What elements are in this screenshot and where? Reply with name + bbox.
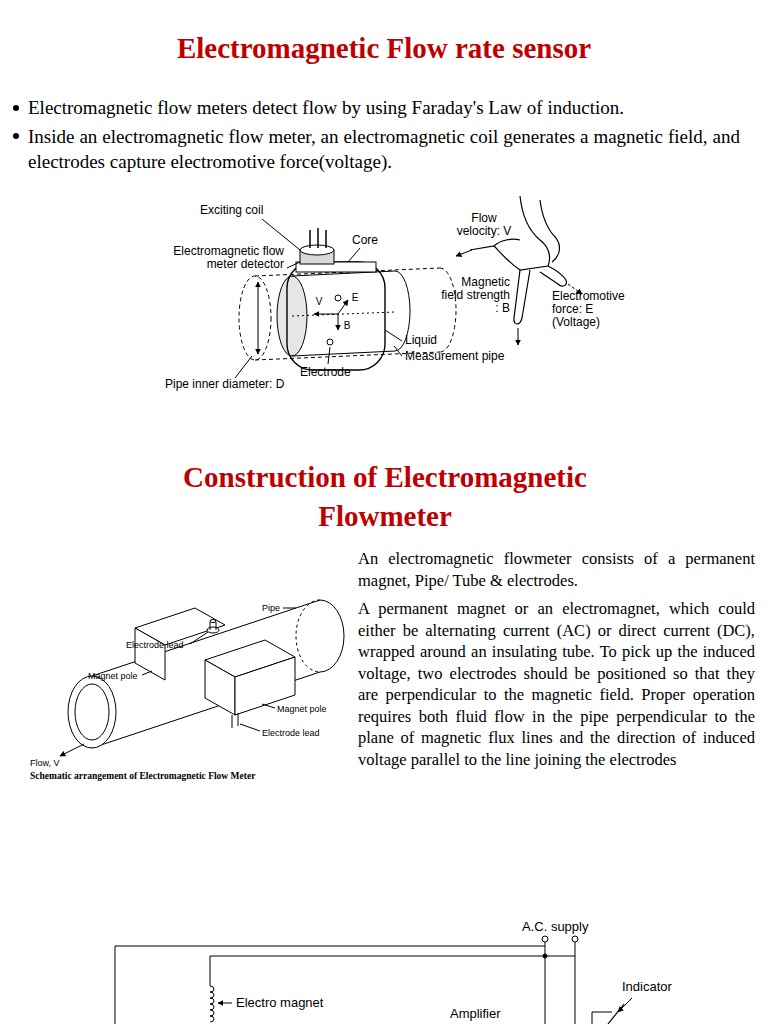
circuit-figure — [115, 936, 632, 1024]
label-block: V — [314, 296, 324, 307]
part-label: Magnet pole — [88, 671, 148, 681]
label-block: Indicator — [622, 980, 702, 994]
label-block: Electromotive force: E (Voltage) — [552, 290, 634, 329]
label-block: Electromagnetic flow meters detect flow … — [28, 95, 740, 120]
bullet-text: Electromagnetic flow meters detect flow … — [28, 95, 740, 120]
body-text: A permanent magnet or an electromagnet, … — [358, 598, 755, 770]
circuit-label: Electro magnet — [236, 996, 346, 1010]
circuit-label: Indicator — [622, 980, 702, 994]
part-label: Flow velocity: V — [452, 212, 516, 238]
label-block: Liquid — [405, 334, 465, 347]
bullet-text: Inside an electromagnetic flow meter, an… — [28, 124, 740, 174]
label-block: Core — [352, 234, 392, 247]
part-label: Core — [352, 234, 392, 247]
circuit-label: Amplifier — [450, 1007, 530, 1021]
label-block: B — [342, 320, 352, 331]
part-label: Exciting coil — [200, 204, 280, 217]
circuit-label: A.C. supply — [522, 920, 612, 934]
section-heading: Construction of Electromagnetic Flowmete… — [130, 458, 640, 536]
figure-caption: Schematic arrangement of Electromagnetic… — [30, 771, 350, 782]
part-label: Liquid — [405, 334, 465, 347]
label-block: Electro magnet — [236, 996, 346, 1010]
label-block: Electromagnetic flow meter detector — [160, 245, 284, 271]
label-block: A permanent magnet or an electromagnet, … — [358, 598, 755, 770]
page-title: Electromagnetic Flow rate sensor — [0, 30, 768, 66]
part-label: Magnet pole — [277, 704, 337, 714]
title-block: Electromagnetic Flow rate sensor — [0, 30, 768, 66]
bullet-dot — [13, 133, 19, 139]
label-block: Construction of Electromagnetic Flowmete… — [130, 458, 640, 536]
label-block: Electrode lead — [262, 728, 332, 738]
label-block: Flow velocity: V — [452, 212, 516, 238]
label-block: Exciting coil — [200, 204, 280, 217]
part-label: Pipe inner diameter: D — [165, 378, 325, 391]
schematic-figure — [60, 600, 344, 756]
part-label: Measurement pipe — [405, 350, 525, 363]
part-label: Magnetic field strength : B — [440, 276, 510, 315]
part-label: Electromagnetic flow meter detector — [160, 245, 284, 271]
part-label: Electromotive force: E (Voltage) — [552, 290, 634, 329]
vector-label: E — [350, 292, 360, 303]
part-label: Electrode — [300, 366, 380, 379]
label-block: Inside an electromagnetic flow meter, an… — [28, 124, 740, 174]
label-block: Pipe inner diameter: D — [165, 378, 325, 391]
label-block: An electromagnetic flowmeter consists of… — [358, 548, 755, 591]
label-block: Amplifier — [450, 1007, 530, 1021]
part-label: Electrode lead — [262, 728, 332, 738]
label-block: Pipe — [262, 603, 292, 613]
vector-label: B — [342, 320, 352, 331]
part-label: Electrode lead — [126, 640, 196, 650]
flow-meter-figure — [235, 196, 582, 378]
label-block: Electrode — [300, 366, 380, 379]
bullet-dot — [13, 105, 19, 111]
label-block: Measurement pipe — [405, 350, 525, 363]
body-text: An electromagnetic flowmeter consists of… — [358, 548, 755, 591]
label-block: Flow, V — [30, 758, 80, 768]
label-block: Magnet pole — [277, 704, 337, 714]
label-block: Magnet pole — [88, 671, 148, 681]
label-block: Electrode lead — [126, 640, 196, 650]
part-label: Flow, V — [30, 758, 80, 768]
label-block: E — [350, 292, 360, 303]
vector-label: V — [314, 296, 324, 307]
part-label: Pipe — [262, 603, 292, 613]
caption-block: Schematic arrangement of Electromagnetic… — [30, 771, 350, 782]
label-block: Magnetic field strength : B — [440, 276, 510, 315]
label-block: A.C. supply — [522, 920, 612, 934]
